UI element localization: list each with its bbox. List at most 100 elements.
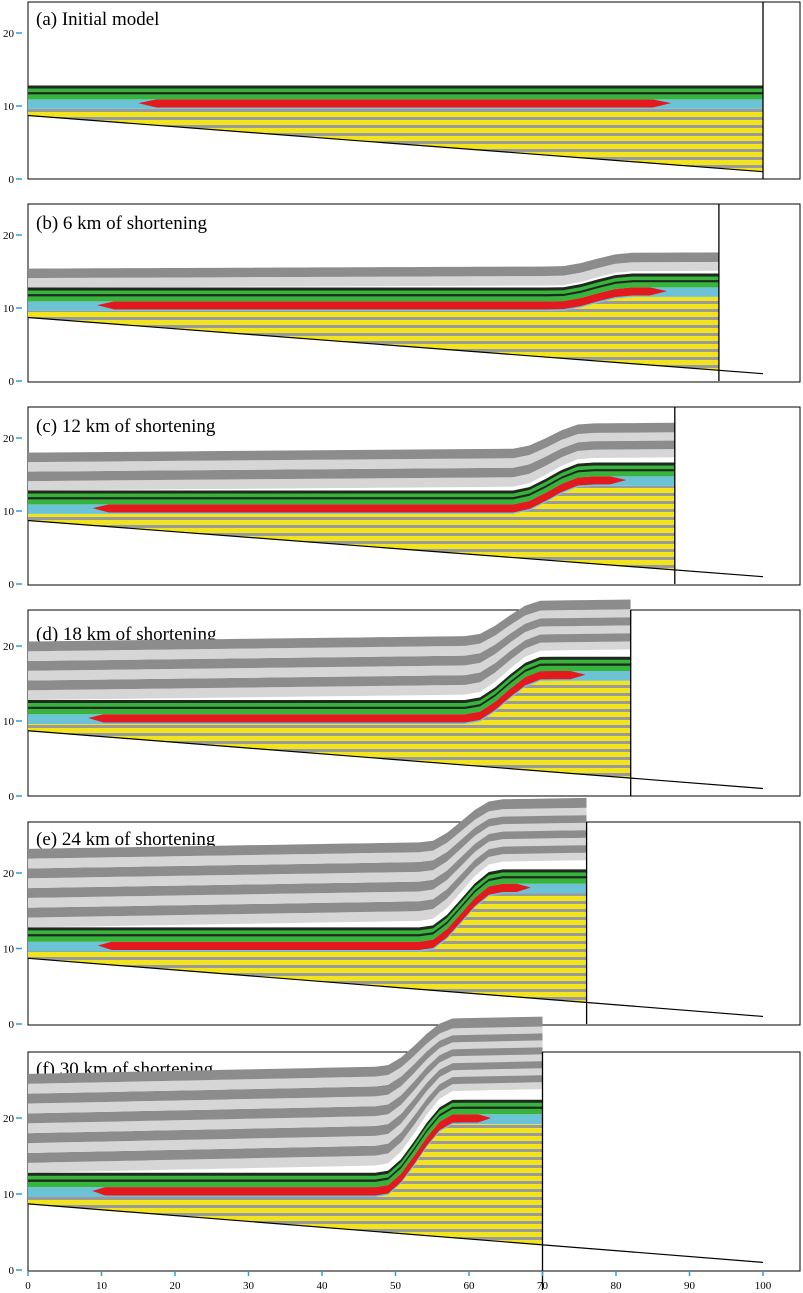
x-tick-label: 30: [243, 1280, 255, 1292]
x-tick-label: 90: [684, 1280, 696, 1292]
yellow-layers: [28, 893, 587, 1003]
y-tick-label: 0: [9, 376, 15, 388]
x-tick-label: 0: [25, 1280, 31, 1292]
gray-layer: [28, 835, 587, 908]
gray-layer: [28, 1079, 543, 1173]
panel-title: (e) 24 km of shortening: [36, 829, 216, 850]
gray-layer: [28, 842, 587, 918]
gray-layer: [28, 850, 587, 928]
gray-layer: [28, 447, 675, 491]
gray-layer: [28, 1072, 543, 1163]
gray-layer: [28, 431, 675, 472]
y-tick-label: 0: [9, 174, 15, 186]
gray-layer: [28, 439, 675, 482]
gray-layer: [28, 1030, 543, 1104]
red-layer: [28, 287, 719, 310]
red-layer: [28, 99, 763, 108]
x-tick-label: 40: [317, 1280, 329, 1292]
model-body: [28, 797, 587, 1003]
model-body: [28, 85, 763, 172]
y-axis: 0 10 20: [3, 1113, 22, 1277]
yellow-layers: [28, 108, 763, 172]
gray-layer: [28, 1044, 543, 1124]
gray-layer: [28, 1016, 543, 1084]
y-tick-label: 10: [3, 506, 15, 518]
y-tick-label: 0: [9, 579, 15, 591]
gray-layer: [28, 827, 587, 898]
gray-layer: [28, 623, 631, 681]
model-body: [28, 422, 675, 570]
gray-layer: [28, 820, 587, 889]
panel-title: (a) Initial model: [36, 9, 159, 30]
cyan-layer: [28, 1114, 543, 1198]
y-tick-label: 10: [3, 101, 15, 113]
y-tick-label: 20: [3, 641, 15, 653]
gray-layer: [28, 422, 675, 463]
gray-layer: [28, 805, 587, 869]
model: [27, 407, 764, 584]
y-tick-label: 0: [9, 1265, 15, 1277]
gray-layer: [28, 599, 631, 652]
panel-c: (c) 12 km of shortening 0 10 20: [3, 406, 801, 591]
gray-layer: [28, 1065, 543, 1153]
yellow-layers: [28, 485, 675, 570]
red-layer: [28, 476, 675, 513]
x-tick-label: 100: [755, 1280, 772, 1292]
green-layer: [28, 870, 587, 942]
gray-layer: [28, 631, 631, 691]
panel-title: (c) 12 km of shortening: [36, 416, 216, 437]
x-tick-label: 20: [170, 1280, 182, 1292]
red-layer: [28, 671, 631, 723]
model: [27, 204, 764, 381]
y-tick-label: 10: [3, 944, 15, 956]
basement-line: [27, 519, 764, 578]
dark-line: [28, 869, 587, 931]
green-layer: [28, 463, 675, 505]
panel-a: (a) Initial model 0 10 20: [3, 1, 801, 186]
red-layer: [28, 883, 587, 951]
x-tick-label: 60: [464, 1280, 476, 1292]
basement-line: [27, 316, 764, 375]
model: [27, 797, 764, 1024]
gray-layer: [28, 615, 631, 671]
model-body: [28, 599, 631, 779]
basement-line: [27, 957, 764, 1018]
green-layer: [28, 1101, 543, 1188]
yellow-layers: [28, 1124, 543, 1245]
gray-layer: [28, 607, 631, 661]
model: [27, 1016, 764, 1290]
y-tick-label: 20: [3, 28, 15, 40]
gray-layer: [28, 639, 631, 700]
x-tick-label: 10: [96, 1280, 108, 1292]
dark-line: [28, 280, 719, 297]
gray-layer: [28, 252, 719, 279]
gray-layer: [28, 1051, 543, 1134]
x-tick-label: 70: [537, 1280, 549, 1292]
dark-line: [28, 85, 763, 89]
y-tick-label: 20: [3, 230, 15, 242]
yellow-layers: [28, 680, 631, 779]
y-tick-label: 10: [3, 716, 15, 728]
y-tick-label: 10: [3, 1189, 15, 1201]
x-tick-label: 50: [390, 1280, 402, 1292]
y-axis: 0 10 20: [3, 28, 22, 186]
y-tick-label: 20: [3, 433, 15, 445]
panel-title: (b) 6 km of shortening: [36, 213, 207, 234]
y-tick-label: 20: [3, 1113, 15, 1125]
gray-layer: [28, 812, 587, 879]
yellow-layers: [28, 296, 719, 371]
y-tick-label: 20: [3, 868, 15, 880]
gray-layer: [28, 1058, 543, 1144]
y-axis: 0 10 20: [3, 433, 22, 591]
dark-line: [28, 92, 763, 95]
gray-layer: [28, 797, 587, 859]
basement-line: [27, 730, 764, 790]
